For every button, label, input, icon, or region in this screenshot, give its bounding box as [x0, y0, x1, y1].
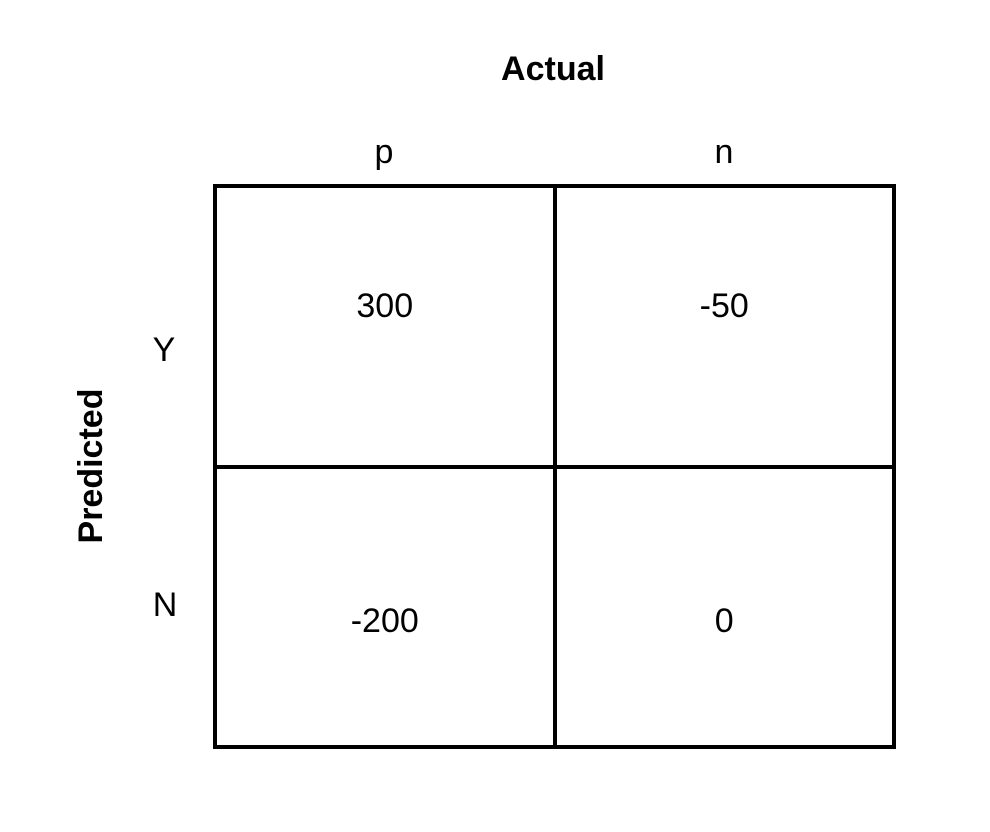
row-label-y: Y	[152, 331, 176, 369]
payoff-matrix: 300 -50 -200 0	[213, 184, 896, 749]
column-label-p: p	[374, 133, 394, 171]
predicted-axis-title: Predicted	[72, 388, 110, 544]
cell-value-y-p: 300	[356, 287, 414, 325]
row-label-n: N	[152, 586, 178, 624]
matrix-cell-n-p: -200	[217, 466, 555, 745]
matrix-cell-y-n: -50	[554, 188, 892, 467]
column-label-n: n	[714, 133, 734, 171]
actual-axis-title: Actual	[501, 50, 605, 88]
cell-value-y-n: -50	[699, 287, 749, 325]
matrix-cell-n-n: 0	[554, 466, 892, 745]
matrix-cell-y-p: 300	[217, 188, 555, 467]
cell-value-n-p: -200	[350, 601, 419, 640]
cell-value-n-n: 0	[714, 601, 734, 640]
